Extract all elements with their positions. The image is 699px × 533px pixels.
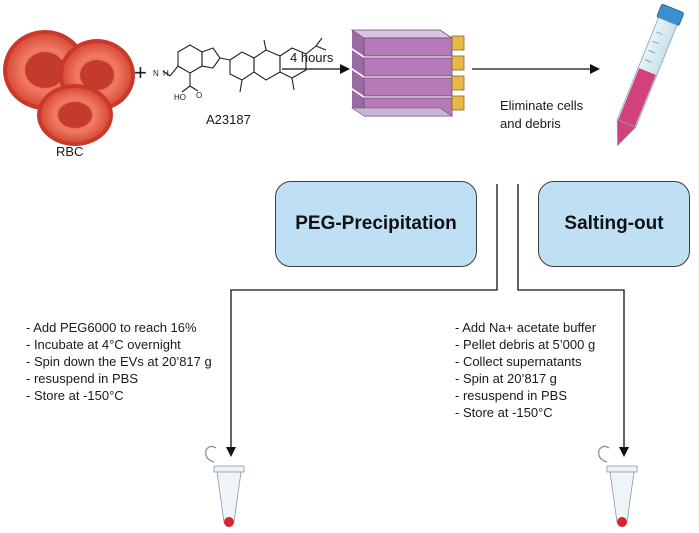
centrifuge-tube-icon	[616, 4, 684, 147]
salting-step: - Collect supernatants	[455, 354, 582, 369]
salting-step: - Pellet debris at 5’000 g	[455, 337, 596, 352]
eliminate-label-line2: and debris	[500, 116, 561, 131]
svg-text:O: O	[196, 91, 202, 100]
a23187-structure-icon	[162, 37, 327, 93]
eppendorf-tube-salting-icon	[598, 445, 638, 527]
rbc-cluster-icon	[3, 30, 135, 146]
peg-step: - Incubate at 4°C overnight	[26, 337, 181, 352]
eliminate-label-line1: Eliminate cells	[500, 98, 584, 113]
salting-out-title: Salting-out	[564, 213, 664, 234]
salting-step: - resuspend in PBS	[455, 388, 568, 403]
eppendorf-tube-peg-icon	[205, 445, 245, 527]
incubation-time-label: 4 hours	[290, 50, 334, 65]
compound-label: A23187	[206, 112, 251, 127]
peg-precipitation-title: PEG-Precipitation	[295, 213, 457, 234]
peg-step: - Store at -150°C	[26, 388, 124, 403]
rbc-label: RBC	[56, 144, 84, 159]
plus-sign: +	[134, 60, 147, 85]
peg-precipitation-box: PEG-Precipitation	[275, 181, 477, 267]
svg-text:H: H	[163, 69, 169, 78]
peg-step: - resuspend in PBS	[26, 371, 139, 386]
salting-out-box: Salting-out	[538, 181, 690, 267]
peg-step: - Add PEG6000 to reach 16%	[26, 320, 197, 335]
svg-text:HO: HO	[174, 93, 186, 102]
peg-steps-list: - Add PEG6000 to reach 16% - Incubate at…	[26, 319, 212, 404]
salting-steps-list: - Add Na+ acetate buffer - Pellet debris…	[455, 319, 596, 421]
arrow-salting-branch	[517, 184, 629, 457]
salting-step: - Add Na+ acetate buffer	[455, 320, 597, 335]
salting-step: - Spin at 20’817 g	[455, 371, 557, 386]
salting-step: - Store at -150°C	[455, 405, 553, 420]
peg-step: - Spin down the EVs at 20’817 g	[26, 354, 212, 369]
arrow-peg-branch	[226, 184, 498, 457]
culture-flasks-icon	[350, 29, 465, 117]
svg-text:N: N	[153, 69, 159, 78]
